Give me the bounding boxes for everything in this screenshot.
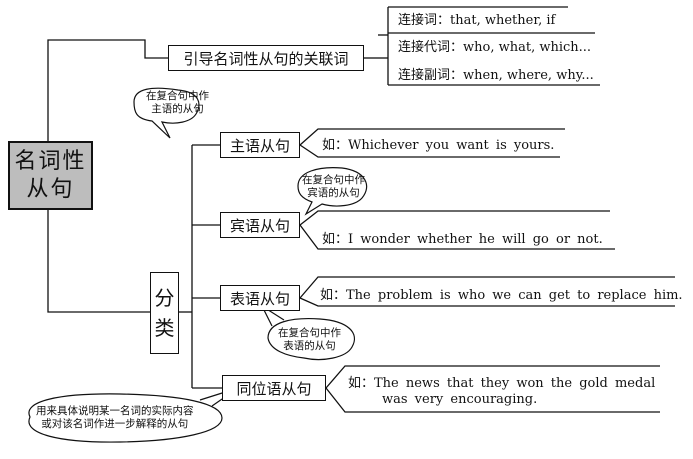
- predicative-clause-node: 表语从句: [220, 285, 300, 311]
- predicative-clause-note: 在复合句中作 表语的从句: [278, 327, 341, 353]
- subject-clause-label: 主语从句: [229, 136, 290, 155]
- root-node: 名词性 从句: [8, 141, 93, 210]
- classify-char1: 分: [154, 286, 175, 310]
- object-note-line1: 在复合句中作: [302, 174, 365, 186]
- predicative-note-line1: 在复合句中作: [278, 327, 341, 339]
- subject-note-line1: 在复合句中作: [146, 90, 209, 102]
- classify-node: 分 类: [150, 272, 179, 354]
- connective-adverbs: 连接副词：when, where, why...: [398, 68, 594, 83]
- predicative-clause-label: 表语从句: [229, 289, 290, 308]
- object-clause-example: 如：I wonder whether he will go or not.: [322, 232, 603, 247]
- connective-conjunctions: 连接词：that, whether, if: [398, 13, 556, 28]
- object-clause-note: 在复合句中作 宾语的从句: [302, 174, 365, 200]
- predicative-clause-example: 如：The problem is who we can get to repla…: [320, 288, 683, 303]
- root-label-line1: 名词性: [14, 148, 87, 174]
- subject-clause-example: 如：Whichever you want is yours.: [322, 138, 555, 153]
- object-note-line2: 宾语的从句: [307, 187, 360, 199]
- classify-char2: 类: [154, 316, 175, 340]
- connectives-node: 引导名词性从句的关联词: [168, 45, 364, 71]
- subject-clause-note: 在复合句中作 主语的从句: [146, 90, 209, 116]
- appositive-note-line1: 用来具体说明某一名词的实际内容: [36, 405, 194, 417]
- connective-pronouns: 连接代词：who, what, which...: [398, 40, 592, 55]
- subject-clause-node: 主语从句: [220, 132, 300, 158]
- appositive-clause-node: 同位语从句: [222, 375, 326, 401]
- object-clause-node: 宾语从句: [220, 212, 300, 238]
- appositive-clause-example-line1: 如：The news that they won the gold medal: [348, 376, 656, 391]
- root-label-line2: 从句: [26, 176, 75, 202]
- subject-note-line2: 主语的从句: [151, 103, 204, 115]
- appositive-note-line2: 或对该名词作进一步解释的从句: [41, 418, 189, 430]
- appositive-clause-label: 同位语从句: [236, 379, 312, 398]
- connectives-label: 引导名词性从句的关联词: [183, 49, 349, 68]
- predicative-note-line2: 表语的从句: [283, 340, 336, 352]
- appositive-clause-example-line2: was very encouraging.: [382, 392, 538, 407]
- appositive-clause-note: 用来具体说明某一名词的实际内容 或对该名词作进一步解释的从句: [36, 405, 194, 431]
- object-clause-label: 宾语从句: [229, 216, 290, 235]
